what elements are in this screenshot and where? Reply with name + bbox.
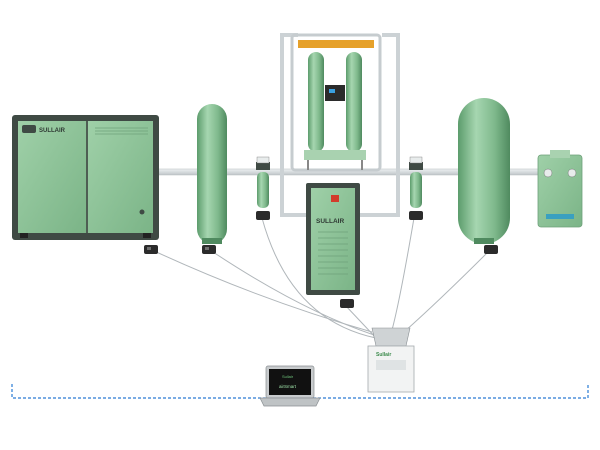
filter-right-gauge bbox=[409, 156, 423, 164]
dry-receiver-tank bbox=[458, 98, 510, 244]
sullair-logo-badge bbox=[22, 125, 36, 133]
laptop-screen bbox=[269, 369, 311, 395]
sensor-node-dryer bbox=[340, 299, 354, 308]
sensor-node-dry-tank bbox=[484, 245, 498, 254]
laptop-screen-text: airSmart bbox=[279, 384, 297, 389]
dryer-red-button-icon bbox=[331, 195, 339, 202]
wet-receiver-tank bbox=[197, 104, 227, 244]
gauge-right-icon bbox=[567, 168, 577, 178]
dryer-logo-text: SULLAIR bbox=[316, 218, 344, 225]
compressor-logo-text: SULLAIR bbox=[39, 128, 66, 134]
sensor-node-wet-tank bbox=[202, 245, 216, 254]
air-compressor: SULLAIR bbox=[12, 115, 159, 240]
gauge-left-icon bbox=[543, 168, 553, 178]
sensor-node-filter-right bbox=[409, 211, 423, 220]
sensor-node-compressor bbox=[144, 245, 158, 254]
filter-left-gauge bbox=[256, 156, 270, 164]
desiccant-dryer bbox=[290, 33, 382, 172]
monitor-label: Sullair bbox=[376, 352, 391, 358]
laptop-brand-text: Sullair bbox=[282, 374, 294, 379]
dryer-vent-grille bbox=[318, 231, 348, 275]
filter-left bbox=[256, 156, 270, 208]
compressor-handle-icon bbox=[139, 209, 145, 215]
laptop-computer: Sullair airSmart bbox=[259, 365, 321, 407]
flow-meter-device bbox=[537, 150, 583, 228]
filter-right bbox=[409, 156, 423, 208]
compressor-louvers bbox=[95, 127, 148, 135]
central-monitor-hub: Sullair bbox=[367, 327, 415, 393]
refrigerated-dryer: SULLAIR bbox=[306, 183, 360, 295]
sensor-cables bbox=[151, 217, 491, 341]
sensor-node-filter-left bbox=[256, 211, 270, 220]
